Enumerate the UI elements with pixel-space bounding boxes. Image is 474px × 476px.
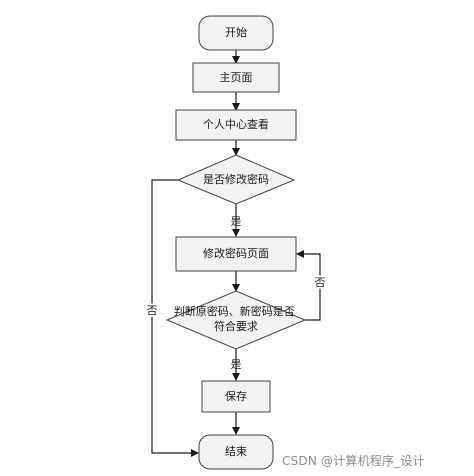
node-decision-change-password: 是否修改密码 [176,154,296,205]
edge-label-yes-to-save: 是 [231,358,242,371]
node-decision-check: 判断原密码、新密码是否 符合要求 [165,290,307,350]
end-label: 结束 [225,445,247,458]
save-process-shape [201,380,271,413]
decision-check-shape [165,290,307,350]
node-save: 保存 [201,380,271,413]
end-terminal-shape [198,434,274,470]
edge-label-yes-to-change-page: 是 [231,215,242,228]
home-page-label: 主页面 [220,71,253,84]
edge-check-no-loop-back [296,250,321,321]
node-home-page: 主页面 [192,62,280,93]
watermark-text: CSDN @计算机程序_设计 [282,454,425,468]
decision-change-password-label: 是否修改密码 [203,172,269,186]
home-page-process-shape [192,62,280,93]
node-start: 开始 [198,15,274,51]
change-password-page-process-shape [175,236,297,272]
edges [151,50,321,457]
personal-center-process-shape [175,109,297,141]
decision-change-password-shape [176,154,296,205]
personal-center-label: 个人中心查看 [203,117,269,131]
decision-check-label-line1: 判断原密码、新密码是否 [174,304,295,318]
edge-label-no-loop-back: 否 [315,276,326,289]
node-end: 结束 [198,434,274,470]
start-terminal-shape [198,15,274,51]
node-personal-center: 个人中心查看 [175,109,297,141]
node-change-password-page: 修改密码页面 [175,236,297,272]
decision-check-label: 判断原密码、新密码是否 符合要求 [174,304,299,333]
decision-check-label-line2: 符合要求 [214,319,258,333]
save-label: 保存 [225,389,247,403]
edge-decision-no-to-end [151,179,199,457]
edge-label-no-to-end: 否 [147,304,158,317]
change-password-page-label: 修改密码页面 [203,246,269,260]
start-label: 开始 [225,25,247,39]
